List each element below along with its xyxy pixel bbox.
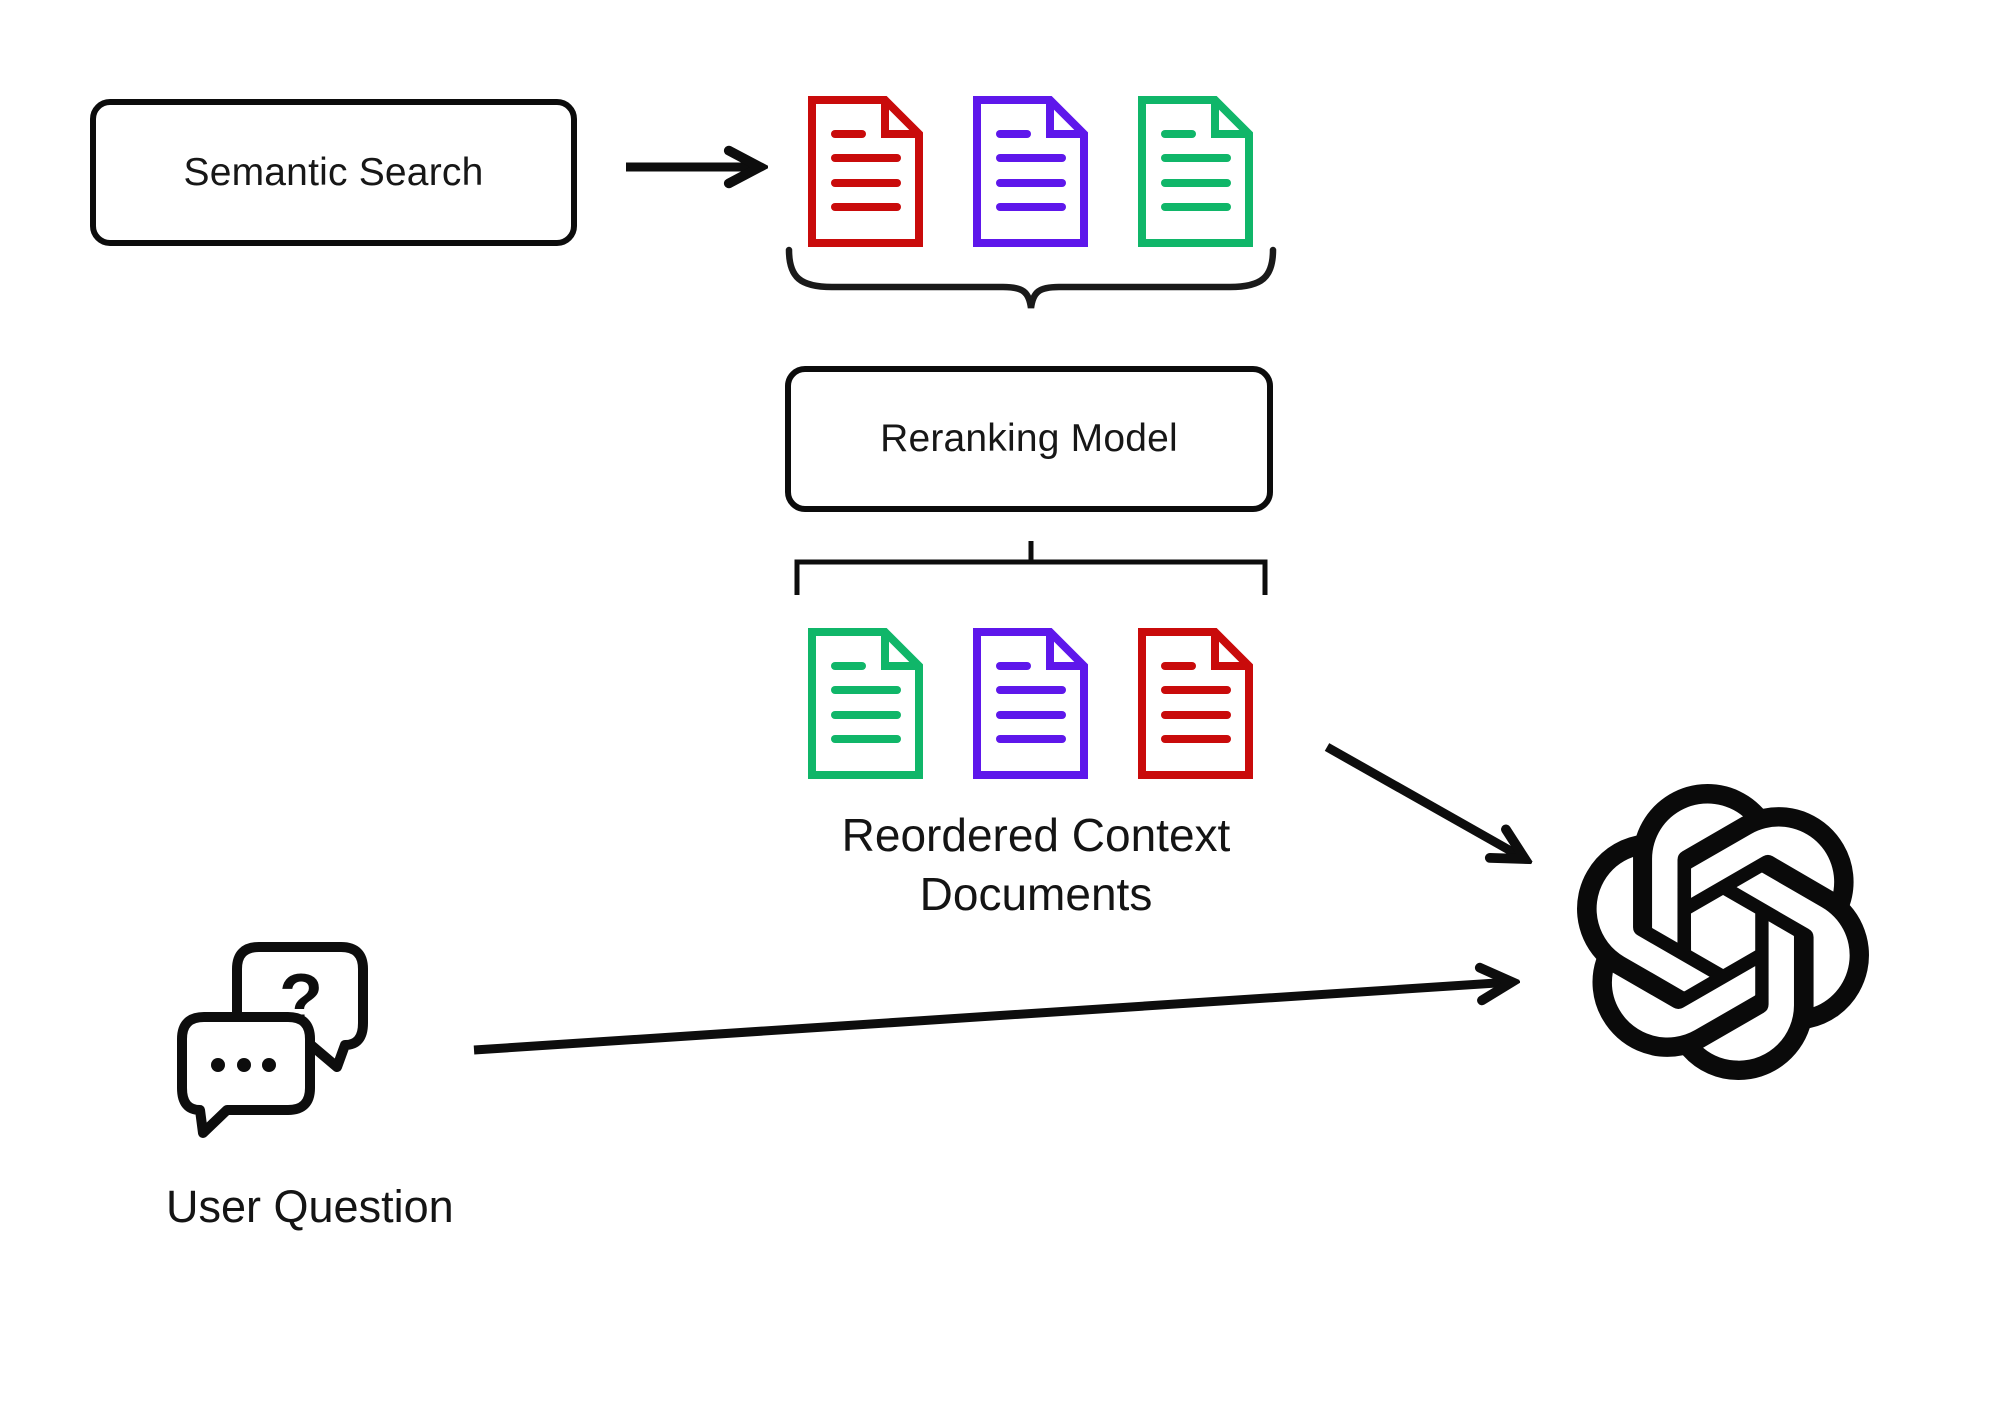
chat-question-icon: ? xyxy=(177,942,368,1138)
document-icon-red xyxy=(1142,632,1249,775)
document-icon-purple xyxy=(977,100,1084,243)
reordered-documents-row xyxy=(812,632,1249,775)
arrow-question-to-llm xyxy=(473,982,1512,1055)
reranking-model-node: Reranking Model xyxy=(785,366,1273,512)
semantic-search-label: Semantic Search xyxy=(183,150,484,194)
dot xyxy=(237,1058,251,1072)
semantic-search-node: Semantic Search xyxy=(90,99,577,246)
document-icon-red xyxy=(812,100,919,243)
retrieved-documents-row xyxy=(812,100,1249,243)
dots-bubble xyxy=(177,1012,315,1138)
openai-logo xyxy=(1577,784,1869,1081)
distribution-bracket xyxy=(794,559,1268,595)
document-icon-purple xyxy=(977,632,1084,775)
dot xyxy=(262,1058,276,1072)
reordered-documents-label: Reordered Context Documents xyxy=(841,809,1231,920)
arrow-docs-to-llm xyxy=(1324,743,1525,859)
user-question-label: User Question xyxy=(166,1181,454,1232)
document-icon-green xyxy=(812,632,919,775)
curly-brace xyxy=(785,246,1277,309)
document-icon-green xyxy=(1142,100,1249,243)
dot xyxy=(211,1058,225,1072)
reranking-model-label: Reranking Model xyxy=(880,417,1178,460)
